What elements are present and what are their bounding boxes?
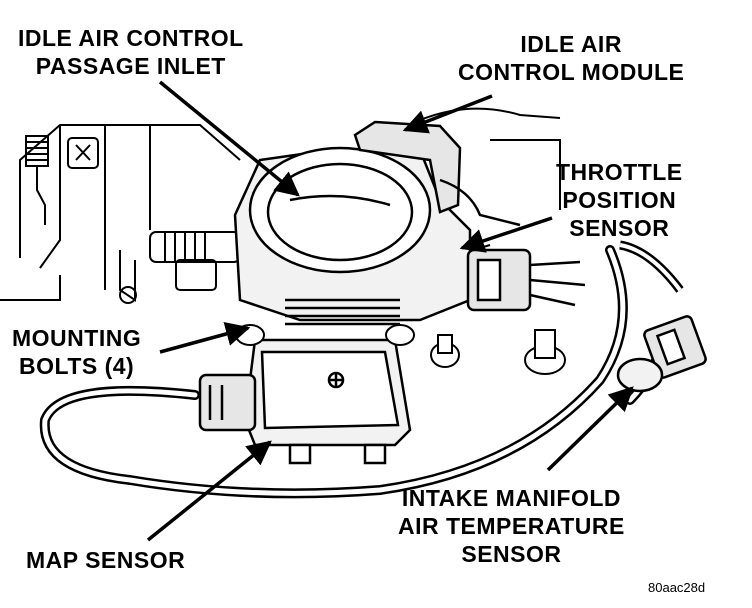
label-line: SENSOR [569, 215, 670, 241]
throttle-position-sensor [466, 248, 586, 312]
label-line: CONTROL MODULE [458, 59, 685, 85]
engine-background [0, 107, 561, 301]
label-idle-air-control-module: IDLE AIR CONTROL MODULE [458, 30, 684, 86]
label-line: IDLE AIR CONTROL [18, 25, 244, 51]
label-mounting-bolts: MOUNTING BOLTS (4) [12, 324, 141, 380]
label-line: AIR TEMPERATURE [398, 513, 625, 539]
label-map-sensor: MAP SENSOR [26, 546, 185, 574]
label-line: MAP SENSOR [26, 547, 186, 573]
intake-air-temperature-sensor [616, 240, 707, 393]
spring-linkage [25, 135, 137, 304]
label-line: IDLE AIR [520, 31, 622, 57]
label-intake-manifold-air-temperature-sensor: INTAKE MANIFOLD AIR TEMPERATURE SENSOR [398, 484, 625, 568]
label-line: PASSAGE INLET [35, 53, 226, 79]
label-idle-air-control-passage-inlet: IDLE AIR CONTROL PASSAGE INLET [18, 24, 244, 80]
label-line: SENSOR [461, 541, 562, 567]
throttle-shaft [149, 231, 241, 291]
idle-air-control-module [353, 120, 521, 227]
map-sensor [198, 338, 412, 465]
label-line: BOLTS (4) [18, 353, 135, 379]
label-line: MOUNTING [12, 325, 142, 351]
label-throttle-position-sensor: THROTTLE POSITION SENSOR [556, 158, 683, 242]
label-line: POSITION [562, 187, 677, 213]
leader-arrows [146, 80, 634, 542]
label-line: THROTTLE [556, 159, 683, 185]
reference-code: 80aac28d [648, 580, 706, 595]
label-line: INTAKE MANIFOLD [401, 485, 622, 511]
